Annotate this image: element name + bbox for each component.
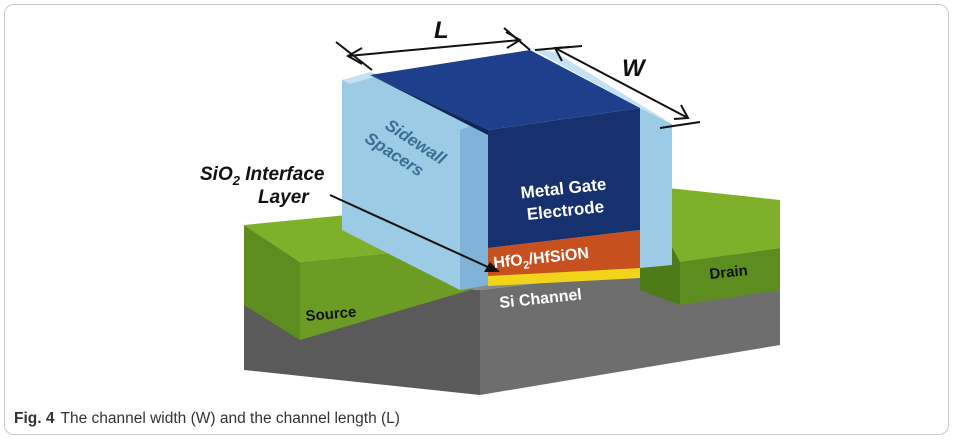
left-spacer-shade: [460, 120, 488, 290]
dielectric-label: HfO2/HfSiON: [493, 245, 590, 275]
gate-front: [488, 108, 640, 248]
interface-leader-line: [329, 194, 491, 269]
caption-text: The channel width (W) and the channel le…: [60, 410, 400, 427]
right-spacer-top: [530, 48, 672, 124]
interface-label-line2: Layer: [258, 187, 310, 208]
interface-leader-arrowhead: [484, 262, 500, 272]
width-arrow-head-bottom: [673, 104, 690, 120]
drain-front: [680, 248, 780, 305]
gate-top: [370, 50, 640, 130]
width-tick-bottom: [659, 121, 701, 129]
width-arrow: [554, 47, 689, 119]
length-arrow: [347, 39, 521, 57]
figure-caption: Fig. 4 The channel width (W) and the chan…: [14, 410, 400, 428]
source-front: [244, 225, 300, 340]
length-label: L: [434, 17, 449, 44]
interface-layer: [488, 268, 640, 286]
figure-number: Fig. 4: [14, 410, 55, 427]
length-tick-right: [503, 27, 531, 51]
dielectric-layer: [488, 230, 640, 276]
length-arrow-head-left: [345, 47, 363, 65]
width-label: W: [622, 55, 647, 82]
interface-label-line1: SiO2 Interface: [200, 164, 325, 188]
right-spacer: [640, 108, 672, 268]
drain-label: Drain: [709, 262, 749, 283]
left-spacer-front: [342, 75, 488, 290]
width-tick-top: [534, 45, 583, 51]
length-tick-left: [335, 41, 373, 71]
drain-top: [640, 185, 780, 262]
source-label: Source: [305, 304, 357, 325]
